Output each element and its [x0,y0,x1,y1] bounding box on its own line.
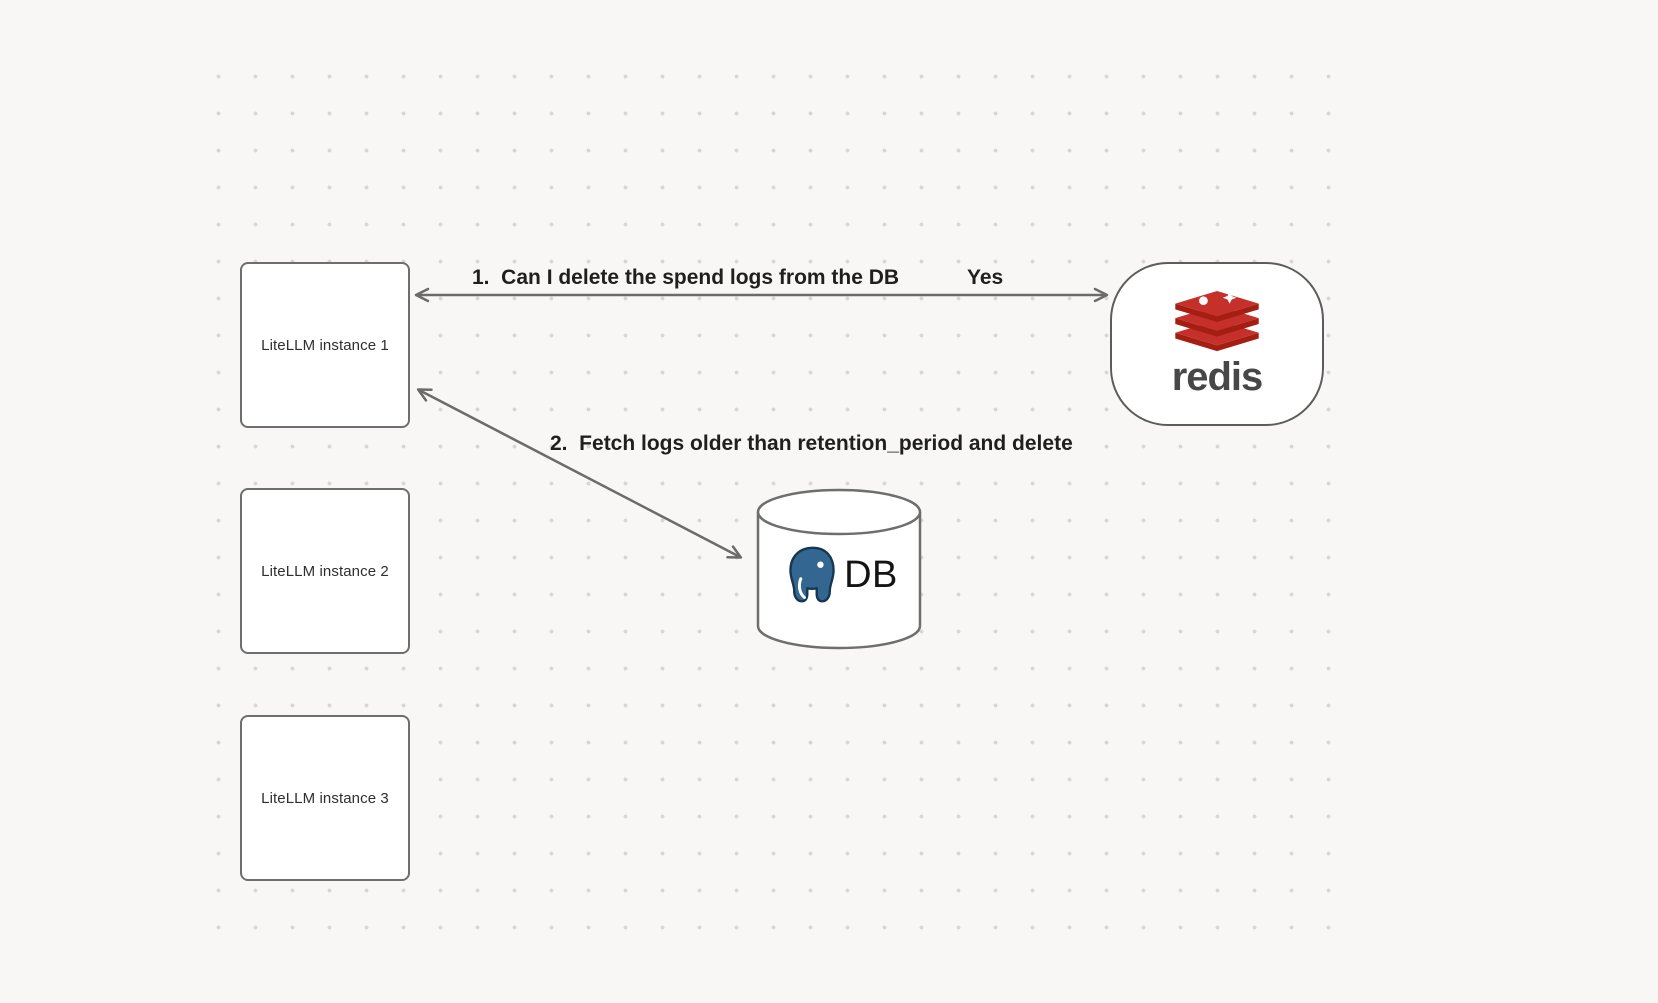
db-node-content: DB [760,540,920,610]
db-cylinder-shape [756,488,922,650]
node-redis: redis [1110,262,1324,426]
node-litellm-instance-1: LiteLLM instance 1 [240,262,410,428]
node-litellm-instance-3: LiteLLM instance 3 [240,715,410,881]
node-litellm-instance-2-label: LiteLLM instance 2 [261,562,389,580]
node-litellm-instance-2: LiteLLM instance 2 [240,488,410,654]
arrow1-response-label: Yes [967,266,1004,289]
postgresql-elephant-icon [789,546,835,603]
arrow1-label: 1. Can I delete the spend logs from the … [472,266,900,289]
arrow2-label: 2. Fetch logs older than retention_perio… [550,432,1073,455]
db-label: DB [844,553,898,596]
redis-wordmark: redis [1171,355,1264,399]
node-litellm-instance-1-label: LiteLLM instance 1 [261,336,389,354]
node-litellm-instance-3-label: LiteLLM instance 3 [261,789,389,807]
redis-logo-icon [1175,291,1259,352]
